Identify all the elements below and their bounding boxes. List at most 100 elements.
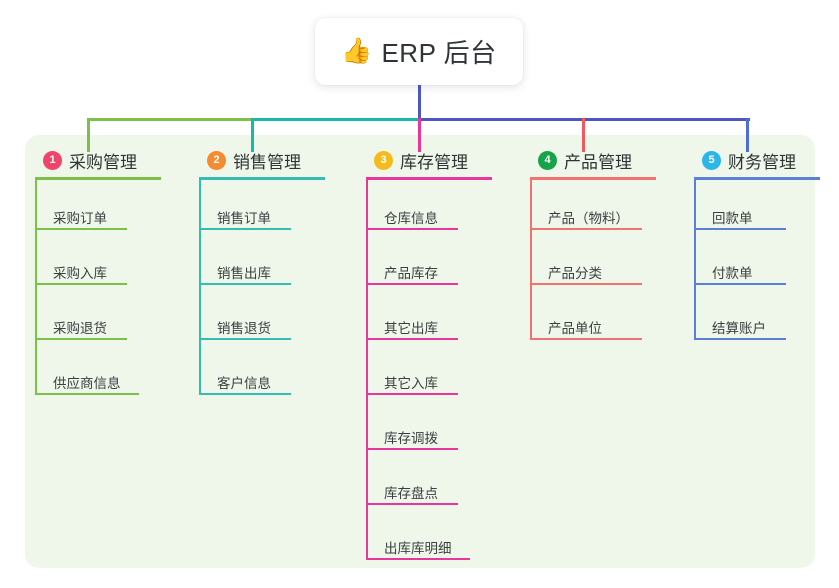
branch-item-label: 供应商信息 <box>53 376 121 391</box>
branch-item[interactable]: 供应商信息 <box>35 373 139 395</box>
connector-drop-purchase <box>87 118 90 152</box>
branch-item-underline <box>366 558 470 560</box>
branch-item[interactable]: 采购退货 <box>35 318 135 340</box>
branch-item-label: 销售出库 <box>217 266 271 281</box>
thumbs-up-icon: 👍 <box>341 37 373 65</box>
branch-item-underline <box>366 393 458 395</box>
branch-item-label: 其它入库 <box>384 376 438 391</box>
branch-item[interactable]: 采购入库 <box>35 263 135 285</box>
branch-badge-inventory: 3 <box>374 150 393 170</box>
branch-item-underline <box>199 283 291 285</box>
branch-item[interactable]: 客户信息 <box>199 373 299 395</box>
branch-item[interactable]: 产品库存 <box>366 263 466 285</box>
branch-underline-purchase <box>35 177 161 180</box>
branch-item-underline <box>366 228 458 230</box>
branch-item-underline <box>530 228 642 230</box>
branch-column-inventory: 3 库存管理仓库信息产品库存其它出库其它入库库存调拨库存盘点出库库明细 <box>356 135 514 568</box>
branch-underline-product <box>530 177 656 180</box>
branch-item-underline <box>366 448 458 450</box>
branch-item[interactable]: 产品单位 <box>530 318 650 340</box>
branch-badge-product: 4 <box>538 150 557 170</box>
branch-item[interactable]: 出库库明细 <box>366 538 470 560</box>
connector-drop-root <box>418 85 421 121</box>
branch-item-label: 出库库明细 <box>384 541 452 556</box>
branch-title-sales: 销售管理 <box>233 152 301 172</box>
connector-drop-product <box>582 118 585 152</box>
branch-spine-product <box>530 177 532 340</box>
connector-bar-teal <box>252 118 419 121</box>
branch-item[interactable]: 结算账户 <box>694 318 794 340</box>
branch-spine-inventory <box>366 177 368 560</box>
branch-item-label: 采购退货 <box>53 321 107 336</box>
branch-item[interactable]: 销售订单 <box>199 208 299 230</box>
branch-spine-sales <box>199 177 201 395</box>
branch-item-label: 结算账户 <box>712 321 766 336</box>
branch-item-label: 付款单 <box>712 266 753 281</box>
branch-item-underline <box>694 228 786 230</box>
branch-item-label: 产品库存 <box>384 266 438 281</box>
branch-item-underline <box>366 503 458 505</box>
branch-item[interactable]: 库存盘点 <box>366 483 466 505</box>
branch-item-underline <box>35 338 127 340</box>
branch-badge-sales: 2 <box>207 150 226 170</box>
branch-item[interactable]: 产品（物料） <box>530 208 650 230</box>
branch-item[interactable]: 库存调拨 <box>366 428 466 450</box>
branch-item-label: 库存盘点 <box>384 486 438 501</box>
branch-item[interactable]: 仓库信息 <box>366 208 466 230</box>
branch-column-sales: 2 销售管理销售订单销售出库销售退货客户信息 <box>189 135 347 568</box>
branch-item-underline <box>199 393 291 395</box>
connector-drop-finance <box>746 118 749 152</box>
branches-panel <box>25 135 815 568</box>
branch-item-underline <box>694 338 786 340</box>
root-title: ERP 后台 <box>381 38 497 68</box>
branch-item[interactable]: 其它入库 <box>366 373 466 395</box>
branch-item[interactable]: 销售出库 <box>199 263 299 285</box>
branch-item[interactable]: 采购订单 <box>35 208 135 230</box>
branch-header-sales[interactable]: 2 销售管理 <box>189 146 301 174</box>
branch-item-label: 采购订单 <box>53 211 107 226</box>
branch-item-label: 产品分类 <box>548 266 602 281</box>
branch-item-label: 销售退货 <box>217 321 271 336</box>
connector-drop-sales <box>251 118 254 152</box>
branch-title-product: 产品管理 <box>564 152 632 172</box>
branch-spine-finance <box>694 177 696 340</box>
branch-title-inventory: 库存管理 <box>400 152 468 172</box>
branch-item-label: 采购入库 <box>53 266 107 281</box>
branch-item-label: 销售订单 <box>217 211 271 226</box>
branch-item[interactable]: 回款单 <box>694 208 794 230</box>
branch-underline-finance <box>694 177 820 180</box>
branch-column-product: 4 产品管理产品（物料） 产品分类产品单位 <box>520 135 678 568</box>
branch-item-underline <box>199 338 291 340</box>
branch-item-label: 产品（物料） <box>548 211 629 226</box>
branch-item-label: 其它出库 <box>384 321 438 336</box>
branch-item[interactable]: 付款单 <box>694 263 794 285</box>
branch-item-underline <box>366 283 458 285</box>
branch-item-label: 库存调拨 <box>384 431 438 446</box>
branch-badge-finance: 5 <box>702 150 721 170</box>
branch-header-finance[interactable]: 5 财务管理 <box>684 146 796 174</box>
branch-item-label: 仓库信息 <box>384 211 438 226</box>
connector-bar-green <box>88 118 252 121</box>
branch-item[interactable]: 产品分类 <box>530 263 650 285</box>
branch-header-inventory[interactable]: 3 库存管理 <box>356 146 468 174</box>
branch-item-underline <box>35 283 127 285</box>
branch-item-underline <box>694 283 786 285</box>
branch-item-label: 客户信息 <box>217 376 271 391</box>
branch-item-underline <box>366 338 458 340</box>
branch-item-underline <box>35 393 139 395</box>
branch-item-underline <box>530 283 642 285</box>
branch-title-finance: 财务管理 <box>728 152 796 172</box>
branch-item[interactable]: 销售退货 <box>199 318 299 340</box>
branch-underline-inventory <box>366 177 492 180</box>
branch-item-label: 产品单位 <box>548 321 602 336</box>
branch-item[interactable]: 其它出库 <box>366 318 466 340</box>
branch-column-finance: 5 财务管理回款单付款单结算账户 <box>684 135 839 568</box>
branch-spine-purchase <box>35 177 37 395</box>
branch-badge-purchase: 1 <box>43 150 62 170</box>
branch-underline-sales <box>199 177 325 180</box>
branch-header-product[interactable]: 4 产品管理 <box>520 146 632 174</box>
root-node[interactable]: 👍 ERP 后台 <box>315 18 523 85</box>
